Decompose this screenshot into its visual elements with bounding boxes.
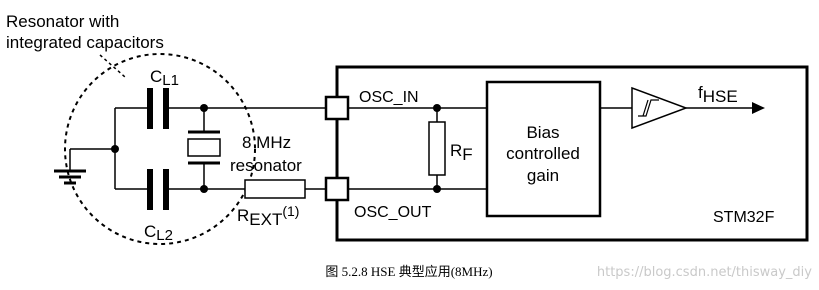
bias-label-line1: Bias [526, 123, 559, 142]
resonator-label-line2: resonator [230, 156, 302, 175]
chip-label: STM32F [713, 209, 775, 226]
rext-label: REXT(1) [237, 203, 299, 229]
fhse-label: fHSE [698, 83, 738, 106]
resistor-rext [244, 179, 306, 199]
osc-in-label: OSC_IN [359, 89, 419, 106]
capacitor-cl2 [147, 169, 169, 210]
resonator-title-line2: integrated capacitors [6, 33, 164, 52]
resistor-rf [428, 121, 446, 176]
output-arrow [752, 102, 765, 114]
bias-gain-block [485, 80, 602, 218]
bias-label-line2: controlled [506, 144, 580, 163]
figure-caption: 图 5.2.8 HSE 典型应用(8MHz) [325, 264, 492, 279]
cl2-label: CL2 [144, 222, 173, 244]
resonator-boundary [64, 53, 256, 245]
osc-out-pin [324, 176, 350, 202]
title-leader [99, 54, 126, 78]
crystal-resonator [187, 108, 221, 189]
mcu-outline [335, 65, 809, 242]
junction-dots [111, 104, 441, 193]
schmitt-buffer [631, 86, 689, 130]
resonator-label-line1: 8 MHz [242, 133, 291, 152]
cl1-label: CL1 [150, 67, 179, 89]
capacitor-cl1 [147, 88, 169, 129]
rf-label: RF [450, 141, 473, 164]
osc-out-label: OSC_OUT [354, 204, 432, 221]
watermark-text: https://blog.csdn.net/thisway_diy [597, 265, 812, 280]
ground-symbol [54, 169, 86, 185]
resonator-title-line1: Resonator with [6, 12, 119, 31]
osc-in-pin [324, 95, 350, 121]
bias-label-line3: gain [527, 166, 559, 185]
